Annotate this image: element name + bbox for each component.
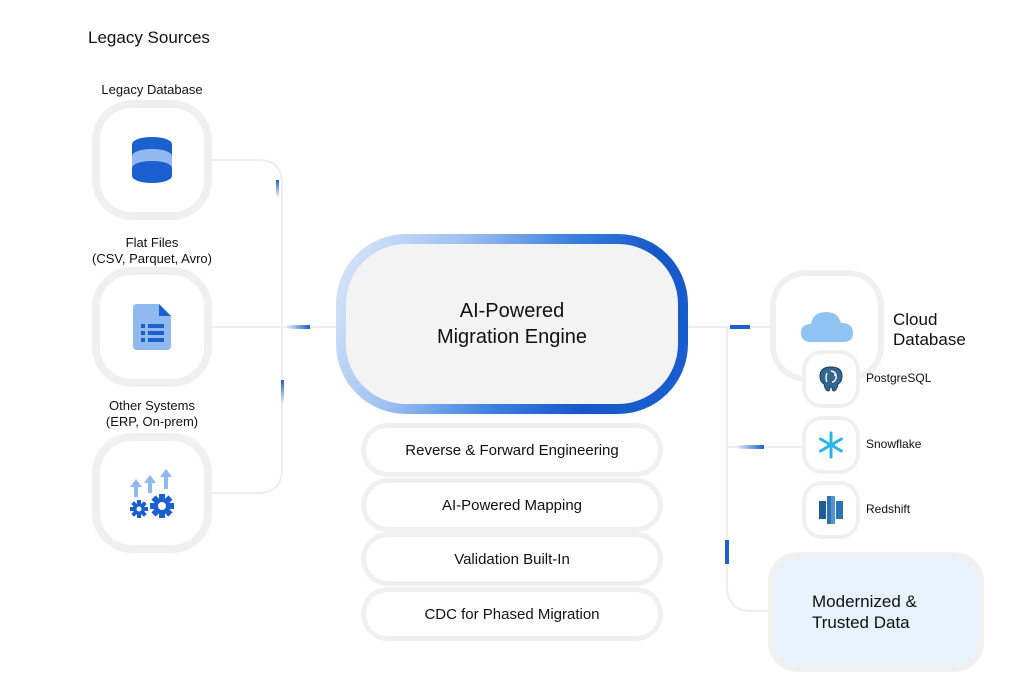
migration-engine-title-line-2: Migration Engine xyxy=(436,326,588,348)
connector-other-systems xyxy=(204,327,283,494)
postgresql-icon xyxy=(819,366,843,392)
migration-engine[interactable]: AI-Powered Migration Engine xyxy=(336,234,688,414)
result-label-line-2: Trusted Data xyxy=(812,613,910,632)
gears-arrows-icon xyxy=(130,469,174,518)
database-icon xyxy=(132,137,172,183)
snowflake-icon xyxy=(819,431,843,459)
feature-ai-powered-mapping[interactable]: AI-Powered Mapping xyxy=(366,483,658,527)
document-icon xyxy=(133,304,171,350)
postgresql-label: PostgreSQL xyxy=(866,371,932,385)
snowflake-label: Snowflake xyxy=(866,437,922,451)
connector-accent-databases xyxy=(736,445,764,449)
flat-files-label-line-2: (CSV, Parquet, Avro) xyxy=(92,251,212,266)
connector-trunk xyxy=(726,327,774,612)
other-systems-label-line-1: Other Systems xyxy=(109,398,195,413)
feature-reverse-forward-engineering[interactable]: Reverse & Forward Engineering xyxy=(366,428,658,472)
postgresql-box[interactable] xyxy=(806,354,856,404)
legacy-database-box[interactable] xyxy=(100,108,204,212)
feature-cdc-phased-migration[interactable]: CDC for Phased Migration xyxy=(366,592,658,636)
flat-files-box[interactable] xyxy=(100,275,204,379)
other-systems-label-line-2: (ERP, On-prem) xyxy=(105,414,199,429)
snowflake-box[interactable] xyxy=(806,420,856,470)
redshift-label: Redshift xyxy=(866,502,911,516)
feature-validation-built-in[interactable]: Validation Built-In xyxy=(366,537,658,581)
cloud-database-label-line-2: Database xyxy=(893,330,966,349)
result-label-line-1: Modernized & xyxy=(812,592,917,611)
flat-files-label-line-1: Flat Files xyxy=(125,235,179,250)
cloud-icon xyxy=(801,312,853,342)
legacy-database-label-line: Legacy Database xyxy=(101,82,203,97)
redshift-icon xyxy=(819,496,843,524)
connector-accent-mid xyxy=(286,325,310,329)
cloud-database-label: Cloud Database xyxy=(893,310,966,350)
other-systems-label: Other Systems (ERP, On-prem) xyxy=(66,398,238,430)
connector-accent-bottom xyxy=(281,380,284,404)
connector-accent-trunk xyxy=(725,540,729,564)
flat-files-label: Flat Files (CSV, Parquet, Avro) xyxy=(66,235,238,267)
migration-engine-inner: AI-Powered Migration Engine xyxy=(346,244,678,404)
connector-legacy-database xyxy=(204,159,283,327)
cloud-database-label-line-1: Cloud xyxy=(893,310,938,329)
modernized-trusted-data-box[interactable]: Modernized & Trusted Data xyxy=(774,558,978,666)
other-systems-box[interactable] xyxy=(100,441,204,545)
redshift-box[interactable] xyxy=(806,485,856,535)
connector-accent-top xyxy=(276,180,279,198)
legacy-database-label: Legacy Database xyxy=(76,82,228,98)
legacy-sources-title: Legacy Sources xyxy=(88,28,210,47)
connector-accent-engine-cloud xyxy=(730,325,750,329)
migration-engine-title-line-1: AI-Powered xyxy=(459,300,565,322)
